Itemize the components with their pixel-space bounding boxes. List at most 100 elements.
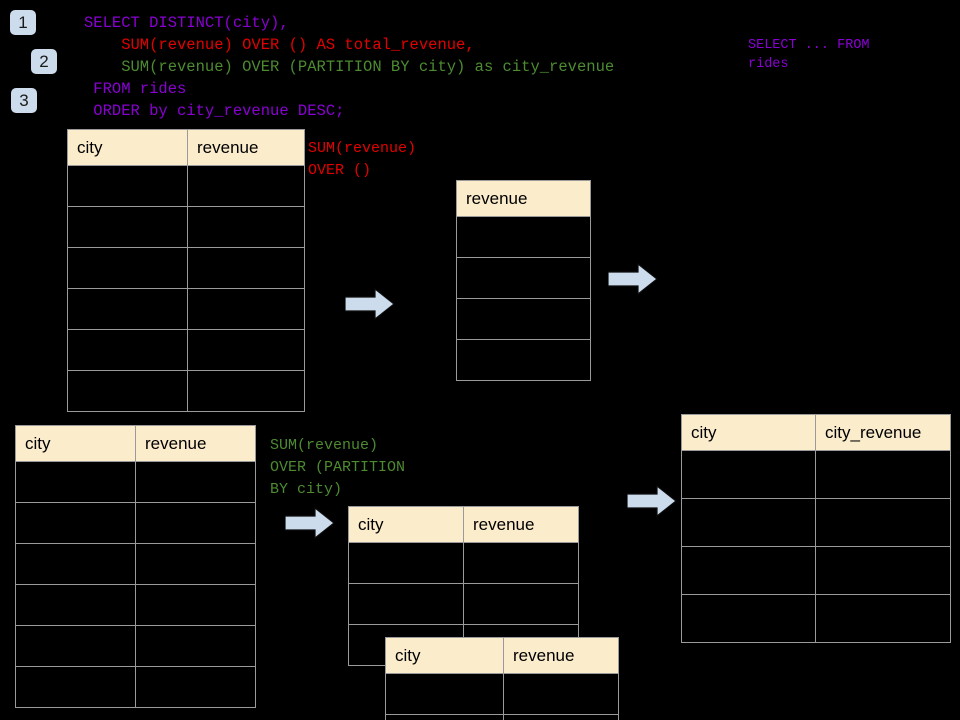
table-row (67, 165, 305, 207)
arrow-revenue-to-right (607, 262, 658, 296)
step-badge-3: 3 (11, 88, 37, 113)
table-cell (67, 206, 188, 248)
table-cell (67, 247, 188, 289)
table-cell (67, 329, 188, 371)
anno-sum-over-partition: SUM(revenue) OVER (PARTITION BY city) (270, 437, 406, 498)
table-row (67, 329, 305, 371)
table-row (67, 247, 305, 289)
table-cell (15, 625, 136, 667)
table-row (681, 594, 951, 643)
table-cell (815, 450, 951, 499)
table-row (15, 625, 256, 667)
table-row (348, 542, 579, 584)
step-badge-2: 2 (31, 49, 57, 74)
column-header-city: city (385, 637, 504, 674)
table-row (15, 502, 256, 544)
table-row (681, 546, 951, 595)
table-cell (67, 370, 188, 412)
table-cell (15, 461, 136, 503)
column-header-city: city (348, 506, 464, 543)
sql-line-3: SUM(revenue) OVER (PARTITION BY city) as… (121, 58, 615, 76)
table-cell (15, 502, 136, 544)
table-row (681, 450, 951, 499)
table-row (67, 206, 305, 248)
table-row (67, 370, 305, 412)
table-cell (815, 546, 951, 595)
table-cell (15, 543, 136, 585)
table-cell (135, 666, 256, 708)
table-cell (135, 584, 256, 626)
table-row (456, 339, 591, 381)
arrow-bottom-left-to-partition (284, 506, 335, 540)
table-cell (681, 450, 816, 499)
table-row (15, 461, 256, 503)
column-header-revenue: revenue (187, 129, 305, 166)
anno-sum-over-empty: SUM(revenue) OVER () (308, 140, 417, 179)
table-cell (67, 288, 188, 330)
table-cell (456, 339, 591, 381)
table-cell (135, 625, 256, 667)
step-badge-1: 1 (10, 10, 36, 35)
table-cell (187, 329, 305, 371)
table-cell (348, 583, 464, 625)
column-header-city_revenue: city_revenue (815, 414, 951, 451)
table-cell (187, 370, 305, 412)
sql-line-2: SUM(revenue) OVER () AS total_revenue, (121, 36, 475, 54)
sql-line-5: ORDER by city_revenue DESC; (93, 102, 345, 120)
table-row (15, 584, 256, 626)
table-cell (187, 165, 305, 207)
table-row (385, 714, 619, 720)
table-cell (187, 247, 305, 289)
table-cell (187, 206, 305, 248)
table-cell (15, 584, 136, 626)
table-cell (385, 714, 504, 720)
table-header-row: revenue (456, 180, 591, 217)
table-cell (135, 543, 256, 585)
table-row (15, 666, 256, 708)
table-cell (503, 714, 619, 720)
table-cell (463, 583, 579, 625)
table-cell (135, 461, 256, 503)
column-header-revenue: revenue (135, 425, 256, 462)
table-row (456, 257, 591, 299)
table-cell (67, 165, 188, 207)
table-cell (463, 542, 579, 584)
total-revenue-table: revenue (456, 180, 591, 381)
table-row (681, 498, 951, 547)
column-header-city: city (681, 414, 816, 451)
table-cell (135, 502, 256, 544)
table-cell (385, 673, 504, 715)
table-cell (15, 666, 136, 708)
table-cell (681, 498, 816, 547)
column-header-revenue: revenue (456, 180, 591, 217)
table-cell (187, 288, 305, 330)
table-row (456, 298, 591, 340)
table-cell (503, 673, 619, 715)
table-cell (456, 257, 591, 299)
table-row (67, 288, 305, 330)
sql-line-4: FROM rides (93, 80, 187, 98)
column-header-city: city (67, 129, 188, 166)
sql-query-block: SELECT DISTINCT(city),SUM(revenue) OVER … (84, 12, 614, 122)
table-row (456, 216, 591, 258)
table-cell (681, 546, 816, 595)
table-cell (815, 594, 951, 643)
arrow-top-left-to-revenue (344, 287, 395, 321)
column-header-revenue: revenue (503, 637, 619, 674)
table-row (348, 583, 579, 625)
anno-select-from-rides: SELECT ... FROM rides (748, 38, 870, 72)
table-row (15, 543, 256, 585)
arrow-partition-to-result (626, 484, 677, 518)
column-header-revenue: revenue (463, 506, 579, 543)
table-cell (348, 542, 464, 584)
table-cell (815, 498, 951, 547)
